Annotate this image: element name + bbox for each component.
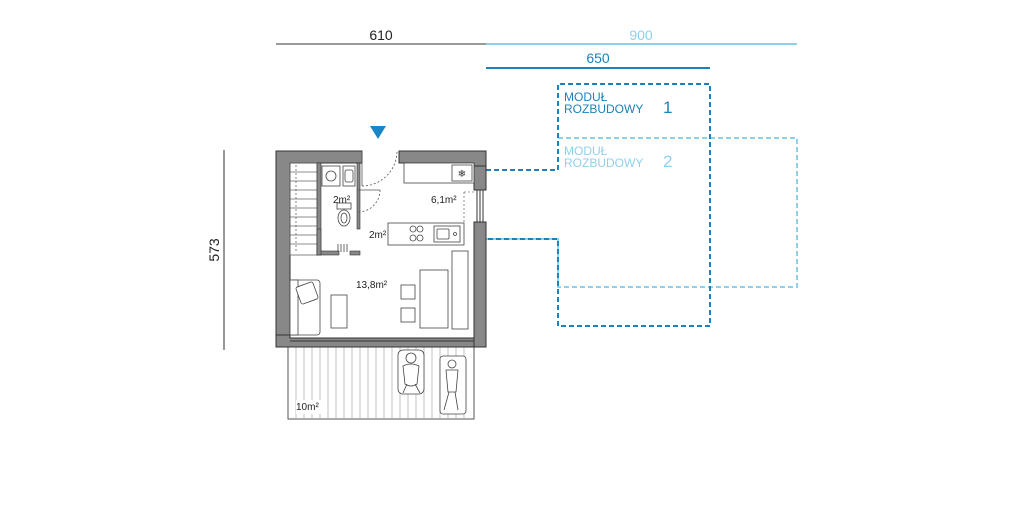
- module-1-label: MODUŁ ROZBUDOWY 1: [564, 90, 672, 117]
- staircase: [289, 162, 318, 256]
- cabinet-icon: [451, 250, 469, 330]
- coffee-table-icon: [330, 294, 348, 329]
- dimension-base-width: 610: [276, 27, 486, 45]
- kitchen-sink-icon: [433, 225, 461, 243]
- module-2-number: 2: [663, 152, 672, 171]
- module-1-outline: [486, 83, 711, 327]
- sink-icon: [342, 165, 356, 187]
- kitchen-upper-counter: [403, 162, 475, 184]
- sunbed-icon: [439, 355, 467, 415]
- module-1-line1: MODUŁ: [564, 90, 608, 104]
- module-2-label: MODUŁ ROZBUDOWY 2: [564, 144, 672, 171]
- dimension-base-width-label: 610: [369, 27, 393, 43]
- living-area: 13,8m²: [356, 280, 388, 291]
- dimension-ext1-width: 650: [486, 50, 710, 69]
- module-2-outline: [486, 137, 798, 288]
- dimension-ext2-width: 900: [486, 27, 797, 45]
- dimension-height: 573: [206, 150, 225, 350]
- dining-table-icon: [419, 269, 449, 329]
- toilet-icon: [336, 202, 352, 227]
- lounge-chair-icon: [397, 349, 425, 395]
- window-right: [476, 189, 484, 223]
- module-1-number: 1: [663, 98, 672, 117]
- snowflake-icon: ❄: [458, 169, 466, 180]
- dimension-height-label: 573: [206, 238, 222, 262]
- entrance-door: [361, 150, 398, 187]
- bathroom-area: 2m²: [333, 195, 351, 206]
- entrance-triangle-icon: [370, 126, 386, 139]
- dining-chair-icon: [400, 284, 416, 323]
- hall-area: 2m²: [369, 230, 387, 241]
- dimension-ext2-width-label: 900: [629, 27, 653, 43]
- module-2-line1: MODUŁ: [564, 144, 608, 158]
- radiator-icon: [337, 244, 348, 252]
- bathroom-door: [357, 189, 381, 213]
- dimension-ext1-width-label: 650: [586, 50, 610, 66]
- sofa-icon: [289, 279, 321, 336]
- shower-icon: [321, 165, 341, 187]
- module-1-line2: ROZBUDOWY: [564, 102, 643, 116]
- interior-walls: [316, 162, 361, 256]
- cooktop-icon: [409, 225, 424, 242]
- module-2-line2: ROZBUDOWY: [564, 156, 643, 170]
- terrace-area: 10m²: [296, 402, 319, 413]
- kitchen-area: 6,1m²: [431, 195, 457, 206]
